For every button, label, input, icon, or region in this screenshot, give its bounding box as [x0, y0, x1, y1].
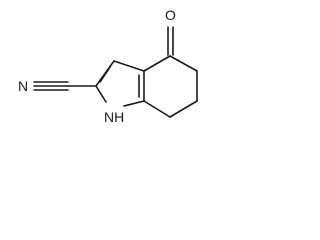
oxygen-label: O — [165, 7, 176, 23]
nitrile-nitrogen-label: N — [18, 78, 28, 94]
bond-c2-n1 — [95, 85, 107, 103]
bond-c6-c7 — [169, 100, 198, 118]
bond-c3a-c3 — [113, 60, 145, 72]
bond-c7-c7a — [143, 100, 171, 118]
chemical-structure-diagram: O N NH — [18, 7, 198, 125]
indole-nh-label: NH — [104, 109, 124, 125]
bond-c4-c5 — [169, 55, 198, 72]
bond-c3a-c4 — [143, 55, 171, 72]
bond-n1-c7a — [123, 100, 145, 107]
bond-c3-c2-inner — [99, 66, 111, 83]
